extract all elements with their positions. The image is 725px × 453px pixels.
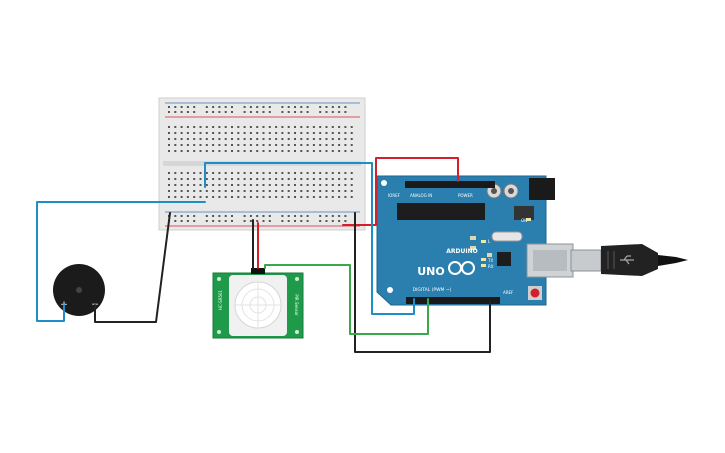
wire-green-pir-out[interactable] bbox=[264, 264, 429, 335]
microcontroller-chip bbox=[397, 203, 485, 220]
wire-blue-signal[interactable] bbox=[204, 162, 415, 315]
voltage-regulator bbox=[514, 206, 534, 220]
wire-black-gnd[interactable] bbox=[354, 212, 491, 353]
analog-header-label: ANALOG IN bbox=[410, 193, 432, 198]
wires bbox=[36, 157, 491, 353]
wire-blue-buzzer[interactable] bbox=[36, 201, 206, 322]
power-header-label: POWER bbox=[458, 193, 473, 198]
piezo-buzzer[interactable]: + − bbox=[53, 264, 105, 316]
fresnel-lens-pattern bbox=[235, 282, 281, 328]
dc-power-jack bbox=[529, 178, 555, 200]
rx-led-label: RX bbox=[488, 264, 494, 269]
aref-label: AREF bbox=[503, 290, 514, 295]
on-led-label: ON bbox=[521, 218, 527, 223]
mounting-hole bbox=[387, 287, 393, 293]
mounting-hole bbox=[381, 180, 387, 186]
usb-cable bbox=[570, 244, 688, 276]
l-led-label: L bbox=[488, 239, 491, 244]
wire-red-5v[interactable] bbox=[342, 157, 459, 226]
pir-motion-sensor[interactable]: HC-SR501 PIR Sensor bbox=[212, 268, 304, 339]
crystal-oscillator bbox=[491, 231, 523, 242]
usb-symbol-icon bbox=[620, 255, 634, 265]
wire-black-buzzer-gnd[interactable] bbox=[94, 212, 171, 323]
power-analog-header bbox=[405, 181, 495, 188]
pir-model-label: HC-SR501 bbox=[218, 289, 223, 310]
tx-led-label: TX bbox=[487, 258, 493, 263]
digital-header bbox=[406, 297, 500, 304]
breadboard-holes bbox=[168, 106, 353, 222]
arduino-logo bbox=[448, 261, 475, 275]
usb-interface-chip bbox=[497, 252, 511, 266]
ioref-label: IOREF bbox=[388, 193, 401, 198]
arduino-uno-board[interactable]: UNO ARDUINO DIGITAL (PWM ~) ANALOG IN PO… bbox=[376, 175, 574, 306]
board-model-label: UNO bbox=[417, 265, 445, 278]
digital-header-label: DIGITAL (PWM ~) bbox=[413, 287, 452, 293]
board-brand-label: ARDUINO bbox=[446, 248, 477, 255]
pir-side-label: PIR Sensor bbox=[294, 294, 299, 316]
